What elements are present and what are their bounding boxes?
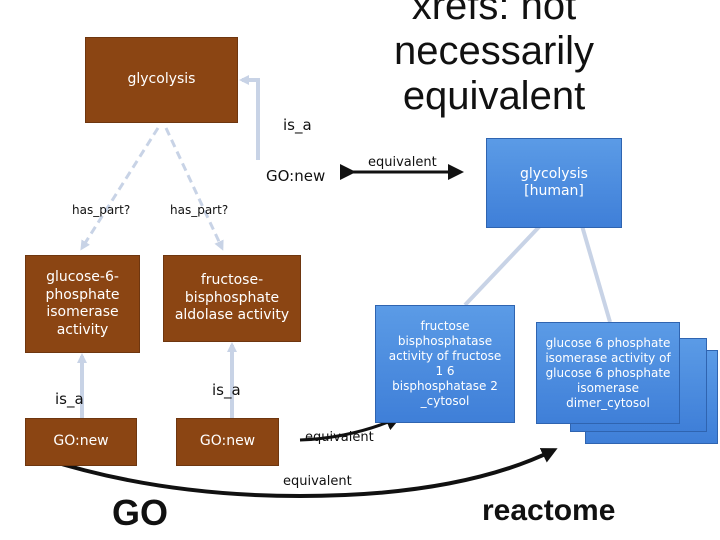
equivalent-arrow-bottom	[41, 448, 558, 499]
g6p-dimer-box: glucose 6 phosphate isomerase activity o…	[536, 322, 680, 424]
g6p-line: glucose-6-	[46, 269, 119, 285]
fbpase-line: 1 6	[435, 364, 455, 378]
g6p-isomerase-box: glucose-6- phosphate isomerase activity	[25, 255, 140, 353]
equivalent-label-top: equivalent	[368, 155, 437, 170]
fbpase-line: bisphosphatase	[397, 334, 493, 348]
title-line: xrefs: not	[411, 0, 577, 28]
equivalent-label-mid: equivalent	[305, 430, 374, 445]
g6p-dimer-line: glucose 6 phosphate	[545, 335, 671, 350]
g6p-dimer-line: isomerase activity of	[545, 350, 671, 365]
fbp-aldolase-line: fructose-	[200, 272, 264, 289]
g6p-dimer-line: glucose 6 phosphate	[545, 365, 671, 380]
fbpase-line: fructose	[420, 319, 470, 333]
go-new-left-box: GO:new	[25, 418, 137, 466]
glycolysis-human-line: glycolysis	[520, 165, 588, 182]
fbpase-line: activity of fructose	[388, 349, 502, 363]
fbp-aldolase-line: bisphosphate	[184, 289, 280, 306]
g6p-dimer-line: dimer_cytosol	[566, 395, 650, 410]
fbpase-box: fructose bisphosphatase activity of fruc…	[375, 305, 515, 423]
is-a-label-top: is_a	[283, 116, 312, 134]
glycolysis-label: glycolysis	[127, 71, 196, 88]
go-new-right-label: GO:new	[199, 433, 256, 450]
go-new-left-label: GO:new	[53, 433, 109, 450]
g6p-line: phosphate	[45, 286, 120, 303]
go-new-right-box: GO:new	[176, 418, 279, 466]
fbp-aldolase-box: fructose- bisphosphate aldolase activity	[163, 255, 301, 342]
g6p-dimer-line: isomerase	[577, 380, 639, 395]
has-part-label-right: has_part?	[170, 203, 229, 217]
title-line: equivalent	[402, 73, 586, 118]
reactome-link-g6p	[575, 209, 612, 323]
reactome-footer-label: reactome	[482, 494, 616, 527]
title-line: necessarily	[393, 28, 595, 73]
equivalent-label-bottom: equivalent	[283, 474, 352, 489]
glycolysis-box: glycolysis	[85, 37, 238, 123]
g6p-line: isomerase	[46, 304, 119, 320]
is-a-label-right: is_a	[212, 381, 241, 399]
is-a-label-left: is_a	[55, 390, 84, 408]
diagram-title: xrefs: not necessarily equivalent	[376, 0, 612, 118]
fbp-aldolase-line: aldolase activity	[174, 307, 290, 324]
go-new-top-label: GO:new	[266, 167, 326, 185]
g6p-line: activity	[56, 321, 109, 338]
has-part-arrow-right	[164, 127, 224, 251]
has-part-label-left: has_part?	[72, 203, 131, 217]
glycolysis-human-box: glycolysis [human]	[486, 138, 622, 228]
fbpase-line: _cytosol	[420, 394, 470, 408]
has-part-arrow-left	[80, 127, 160, 251]
glycolysis-human-line: [human]	[524, 183, 584, 199]
is-a-arrow-top	[239, 75, 260, 160]
go-footer-label: GO	[112, 492, 169, 533]
fbpase-line: bisphosphatase 2	[392, 379, 498, 393]
